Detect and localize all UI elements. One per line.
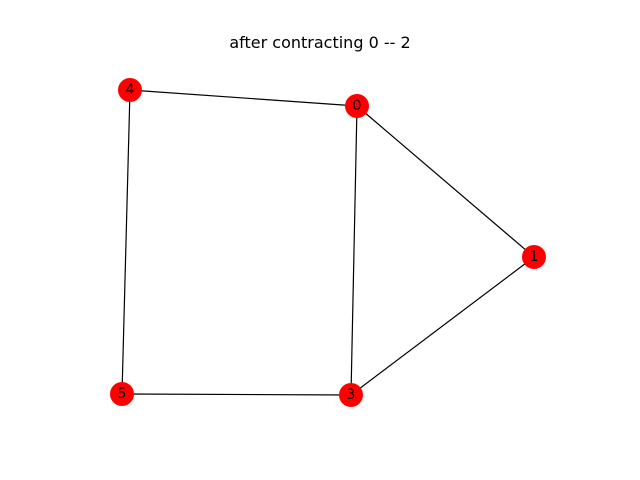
node-0: 0 — [345, 94, 369, 118]
node-circle-5 — [110, 382, 134, 406]
node-circle-3 — [339, 383, 363, 407]
edge-1-3 — [350, 256, 535, 396]
node-label-4: 4 — [126, 82, 135, 98]
edge-5-3 — [121, 393, 352, 396]
edge-4-0 — [129, 89, 358, 107]
node-label-1: 1 — [530, 249, 539, 265]
figure-title: after contracting 0 -- 2 — [229, 33, 411, 52]
node-label-0: 0 — [353, 98, 362, 114]
node-label-5: 5 — [118, 386, 127, 402]
node-5: 5 — [110, 382, 134, 406]
node-4: 4 — [118, 78, 142, 102]
node-circle-1 — [522, 245, 546, 269]
edge-4-5 — [121, 89, 131, 395]
edges-layer — [121, 89, 535, 396]
node-1: 1 — [522, 245, 546, 269]
node-circle-4 — [118, 78, 142, 102]
edge-0-1 — [356, 105, 535, 258]
node-3: 3 — [339, 383, 363, 407]
node-label-3: 3 — [347, 387, 356, 403]
node-circle-0 — [345, 94, 369, 118]
nodes-layer: 0 1 3 4 5 — [110, 78, 546, 407]
edge-0-3 — [350, 105, 358, 396]
